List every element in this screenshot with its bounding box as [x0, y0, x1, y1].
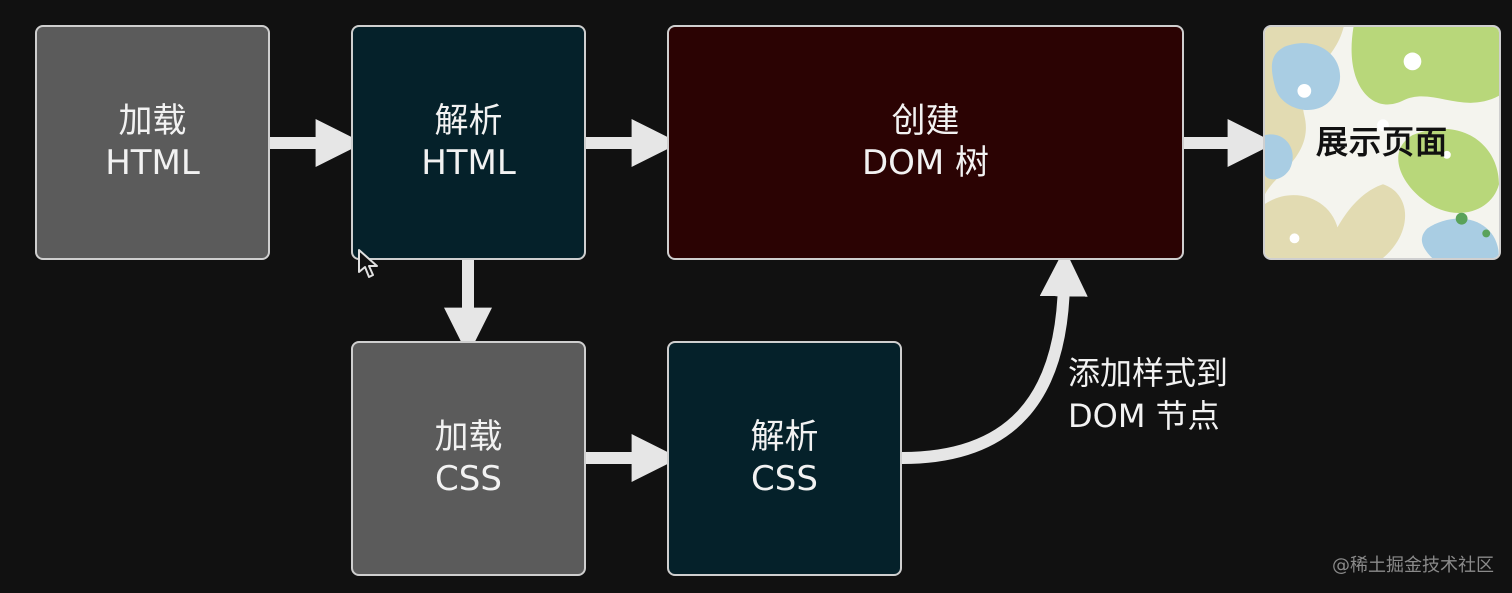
parse-css-line1: 解析 [750, 417, 819, 458]
annotation-line1: 添加样式到 [1068, 354, 1229, 392]
annotation-line2: DOM 节点 [1068, 397, 1220, 436]
watermark: @稀土掘金技术社区 [1332, 555, 1494, 576]
parse-html-node: 解析 HTML [351, 25, 586, 260]
arrow-parse-css-to-create-dom [901, 248, 1088, 464]
load-html-line2: HTML [105, 142, 200, 183]
load-css-line1: 加载 [434, 417, 503, 458]
load-css-node: 加载 CSS [351, 341, 586, 576]
create-dom-line1: 创建 [891, 101, 960, 142]
show-page-node: 展示页面 [1263, 25, 1501, 260]
create-dom-node: 创建 DOM 树 [667, 25, 1184, 260]
mouse-pointer-icon [358, 249, 378, 278]
load-css-line2: CSS [435, 458, 502, 499]
load-html-node: 加载 HTML [35, 25, 270, 260]
parse-html-line2: HTML [421, 142, 516, 183]
create-dom-line2: DOM 树 [861, 142, 990, 183]
parse-css-node: 解析 CSS [667, 341, 902, 576]
show-page-label: 展示页面 [1315, 122, 1448, 161]
load-html-line1: 加载 [118, 101, 187, 142]
style-annotation: 添加样式到 DOM 节点 [1068, 352, 1228, 438]
parse-css-line2: CSS [751, 458, 818, 499]
parse-html-line1: 解析 [434, 101, 503, 142]
abstract-pattern-image [1265, 27, 1499, 258]
